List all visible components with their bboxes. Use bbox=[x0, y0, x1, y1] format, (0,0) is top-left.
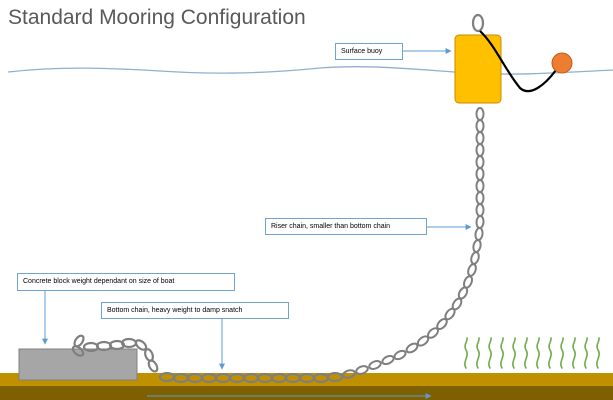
block-chain bbox=[71, 334, 159, 373]
concrete-block-icon bbox=[18, 348, 138, 381]
surface-buoy-label: Surface buoy bbox=[335, 43, 403, 60]
riser-chain bbox=[342, 107, 485, 379]
concrete-block-label: Concrete block weight dependant on size … bbox=[17, 273, 235, 291]
seabed bbox=[0, 373, 613, 388]
seabed-deep bbox=[0, 386, 613, 400]
bottom-chain-label: Bottom chain, heavy weight to damp snatc… bbox=[101, 302, 289, 319]
water-surface-line bbox=[7, 66, 613, 75]
surface-buoy-icon bbox=[454, 34, 502, 104]
seaweed-icon bbox=[464, 337, 600, 369]
marker-float-icon bbox=[551, 52, 573, 74]
buoy-top-link bbox=[471, 13, 485, 33]
bottom-chain bbox=[158, 371, 344, 384]
riser-chain-label: Riser chain, smaller than bottom chain bbox=[265, 218, 427, 235]
page-title: Standard Mooring Configuration bbox=[8, 6, 306, 29]
pickup-line bbox=[479, 30, 557, 93]
